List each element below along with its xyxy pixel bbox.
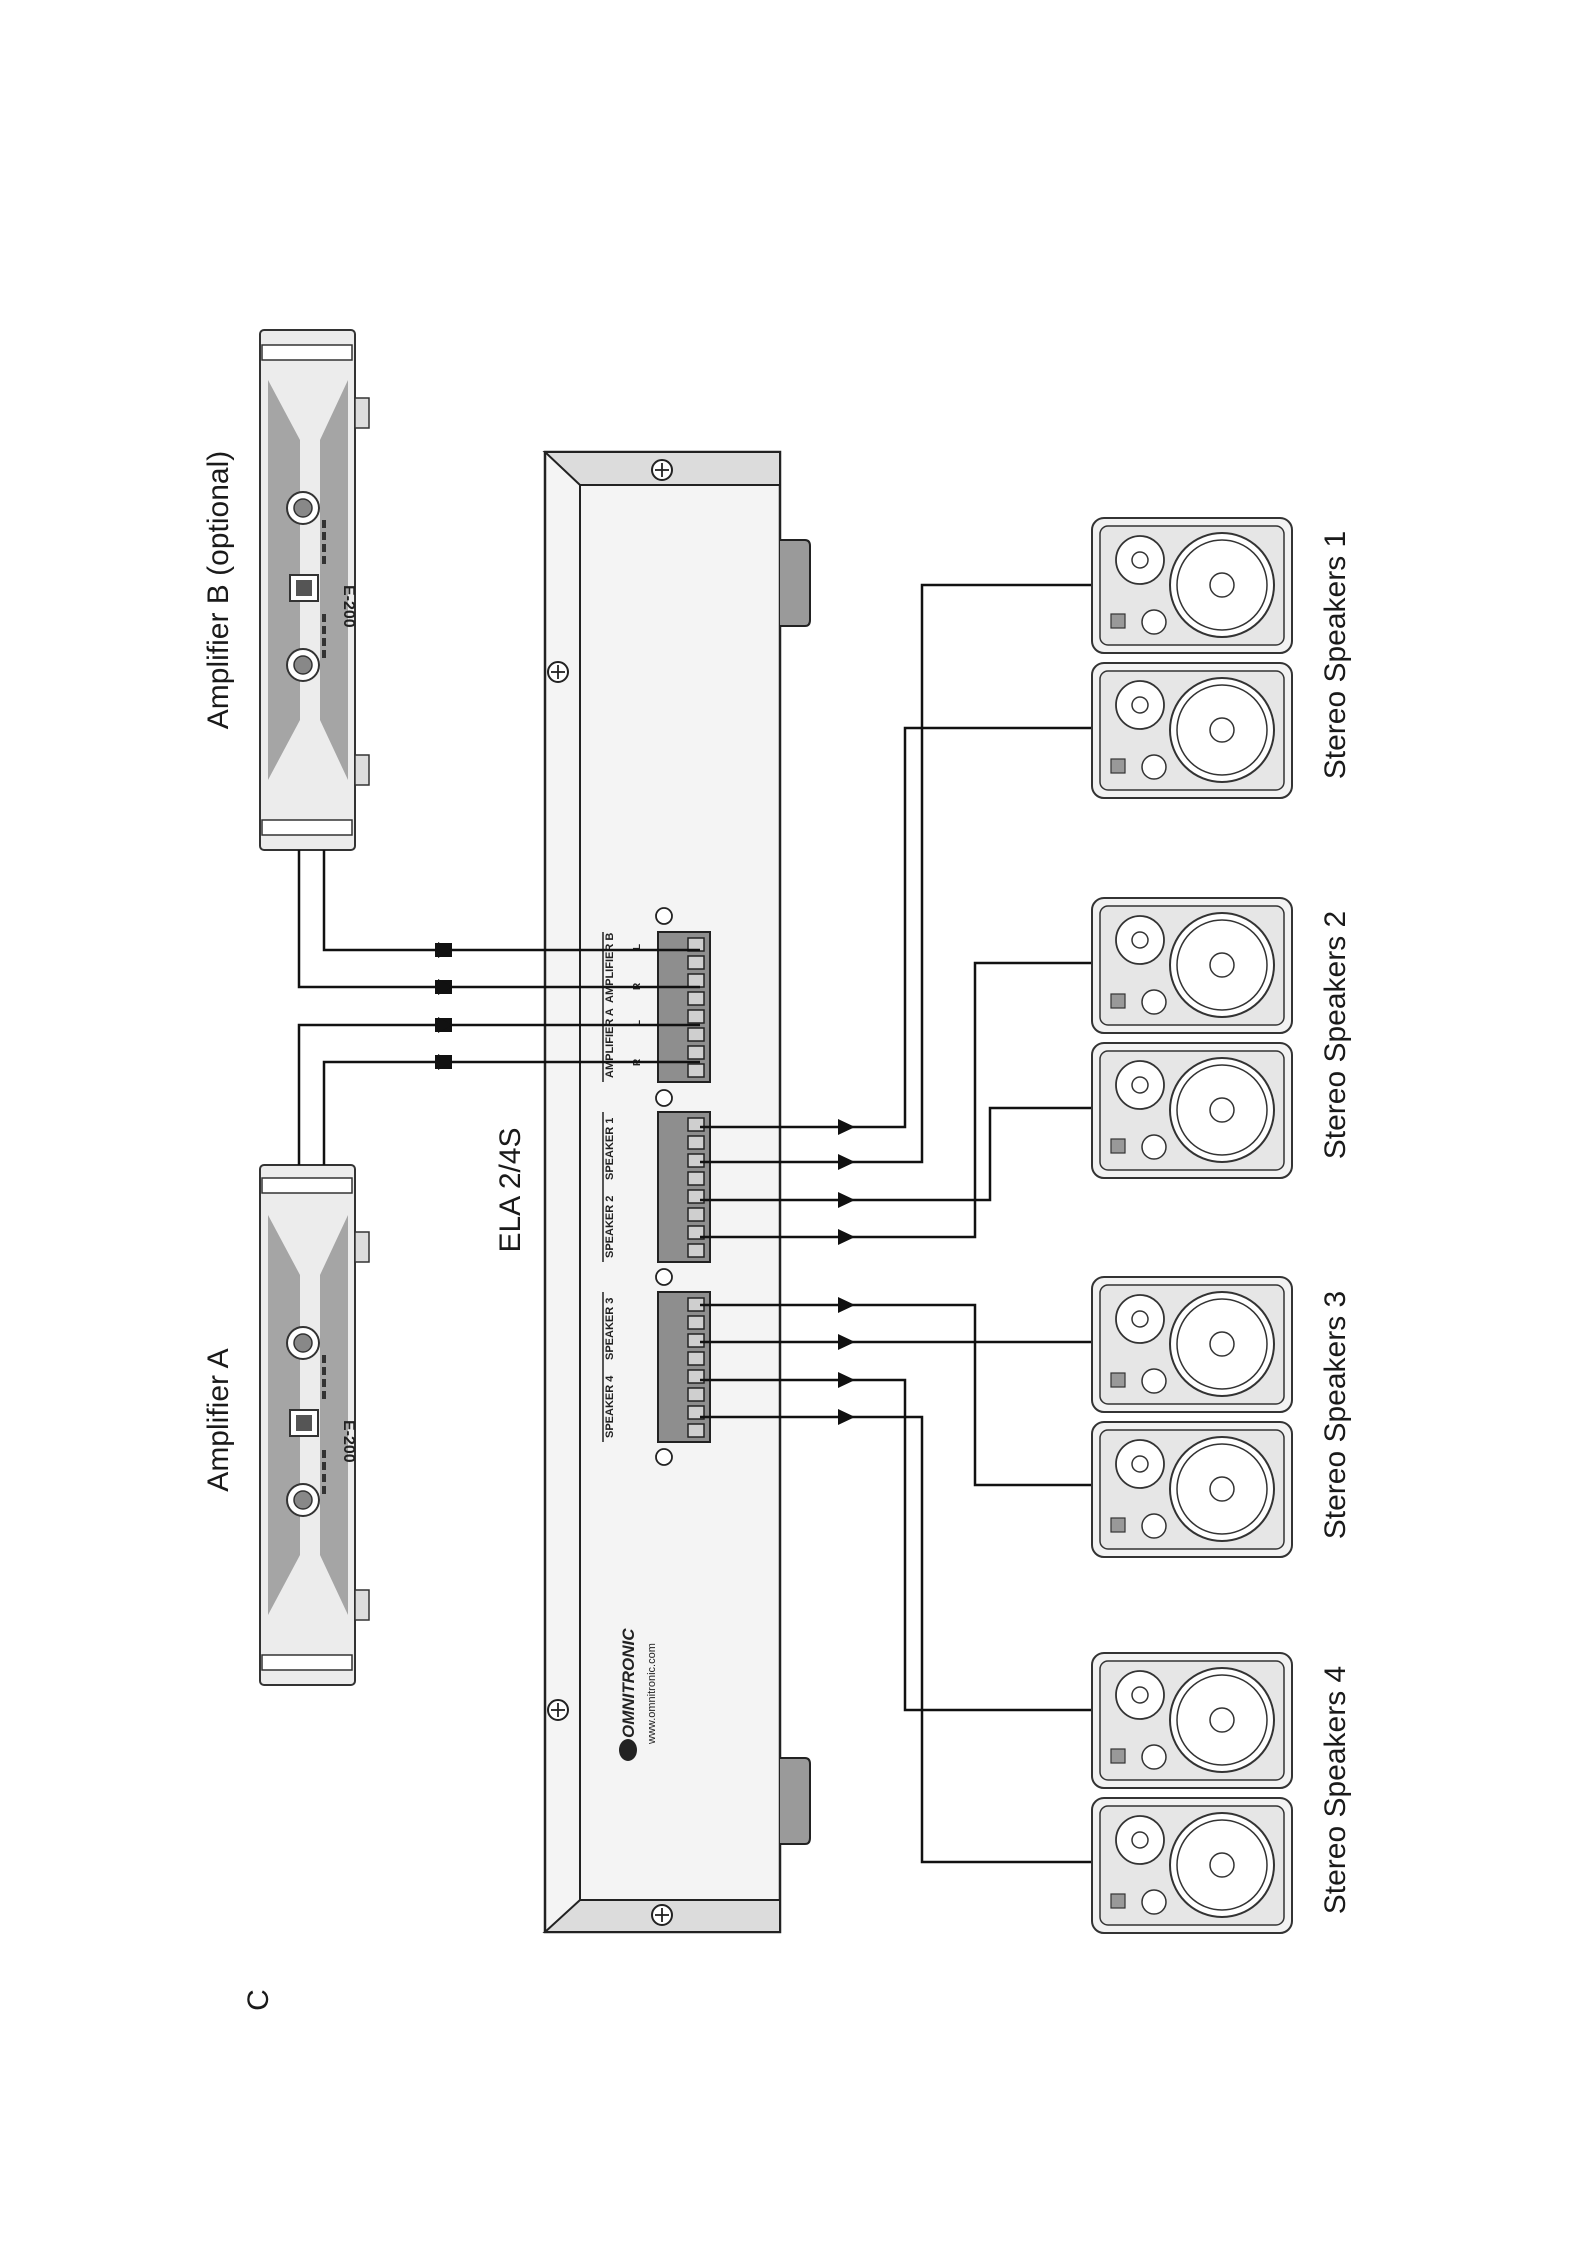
terminal-label-speaker-4: SPEAKER 4: [604, 1375, 616, 1438]
label-stereo-speakers-4: Stereo Speakers 4: [1319, 1666, 1352, 1914]
figure-letter: C: [242, 1989, 275, 2011]
speaker-cabinet: [1092, 518, 1292, 653]
terminal-label-speaker-2: SPEAKER 2: [604, 1196, 616, 1258]
speaker-cabinet: [1092, 1043, 1292, 1178]
brand-url: www.omnitronic.com: [646, 1643, 658, 1745]
amplifier-b: E-200: [260, 330, 369, 850]
speaker-cabinet: [1092, 898, 1292, 1033]
speaker-cabinets: [1092, 518, 1292, 1933]
brand-name: OMNITRONIC: [619, 1628, 638, 1738]
terminal-label-amp-b: AMPLIFIER B: [604, 933, 616, 1003]
terminal-label-amp-a: AMPLIFIER A: [604, 1008, 616, 1078]
label-stereo-speakers-2: Stereo Speakers 2: [1319, 911, 1352, 1159]
amp-b-model: E-200: [340, 585, 357, 628]
amp-a-model: E-200: [340, 1420, 357, 1463]
speaker-cabinet: [1092, 1422, 1292, 1557]
label-stereo-speakers-1: Stereo Speakers 1: [1319, 531, 1352, 779]
amplifier-a: E-200: [260, 1165, 369, 1685]
speaker-cabinet: [1092, 1277, 1292, 1412]
terminal-label-speaker-3: SPEAKER 3: [604, 1298, 616, 1360]
label-stereo-speakers-3: Stereo Speakers 3: [1319, 1291, 1352, 1539]
speaker-cabinet: [1092, 663, 1292, 798]
speaker-cabinet: [1092, 1653, 1292, 1788]
speaker-cabinet: [1092, 1798, 1292, 1933]
label-amplifier-a: Amplifier A: [202, 1348, 235, 1491]
terminal-label-speaker-1: SPEAKER 1: [604, 1118, 616, 1180]
label-amplifier-b: Amplifier B (optional): [202, 451, 235, 729]
label-ela-device: ELA 2/4S: [494, 1127, 527, 1252]
ela-switch-unit: AMPLIFIER B AMPLIFIER A R L R L: [545, 452, 810, 1932]
